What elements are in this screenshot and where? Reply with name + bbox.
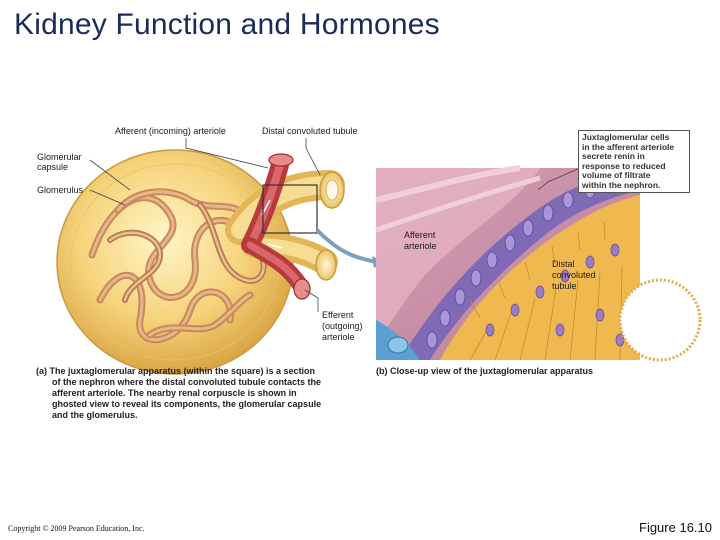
label-efferent-1: Efferent [322,310,354,320]
caption-a-line-4: ghosted view to reveal its components, t… [52,399,322,409]
leader-lines-a [89,138,321,312]
label-glomerular-capsule-2: capsule [37,162,69,172]
callout-line-1: Juxtaglomerular cells [582,132,670,142]
caption-a-line-2: of the nephron where the distal convolut… [52,377,322,387]
label-glomerulus: Glomerulus [37,185,84,195]
juxtaglomerular-callout: Juxtaglomerular cells in the afferent ar… [578,130,690,193]
arterioles-illustration [241,153,311,300]
label-efferent-3: arteriole [322,332,355,342]
label-closeup-distal-3: tubule [552,281,577,291]
copyright-notice: Copyright © 2009 Pearson Education, Inc. [8,524,145,533]
callout-line-6: within the nephron. [582,179,661,190]
label-distal-tubule: Distal convoluted tubule [262,126,358,136]
label-closeup-distal-1: Distal [552,259,575,269]
caption-b: (b) Close-up view of the juxtaglomerular… [376,366,594,376]
callout-leader [537,167,581,191]
caption-a-line-5: and the glomerulus. [52,410,138,420]
caption-a-line-3: afferent arteriole. The nearby renal cor… [52,388,297,398]
label-efferent-2: (outgoing) [322,321,363,331]
callout-line-4: response to reduced [582,160,666,171]
juxtaglomerular-square [262,184,318,234]
closeup-panel [375,165,702,362]
figure-number: Figure 16.10 [639,520,712,535]
glomerulus-capillaries [88,188,267,344]
label-closeup-afferent-2: arteriole [404,241,437,251]
label-afferent-arteriole: Afferent (incoming) arteriole [115,126,226,136]
label-closeup-distal-2: convoluted [552,270,596,280]
label-glomerular-capsule-1: Glomerular [37,152,82,162]
slide-title: Kidney Function and Hormones [14,8,440,41]
label-closeup-afferent-1: Afferent [404,230,436,240]
zoom-arrow [315,228,379,264]
callout-line-5: volume of filtrate [582,170,651,180]
callout-line-3: secrete renin in [582,151,645,161]
callout-line-2: in the afferent arteriole [582,141,675,152]
glomerular-capsule-illustration [56,149,294,375]
caption-a-line-1: (a) The juxtaglomerular apparatus (withi… [36,366,316,376]
